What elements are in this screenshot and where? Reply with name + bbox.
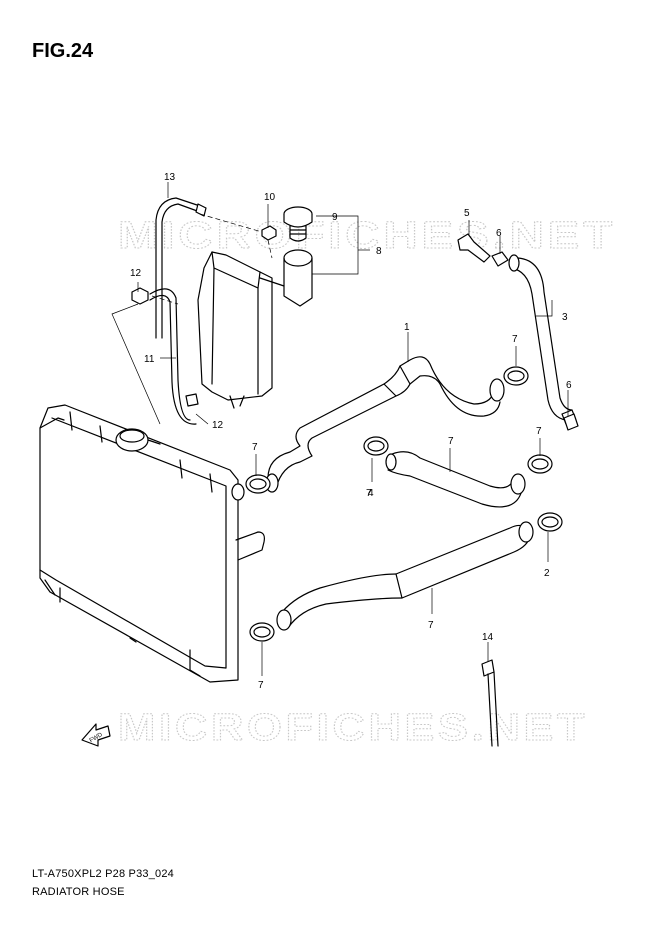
clamp-6-lower: [563, 413, 579, 431]
clamp-7-b: [363, 436, 389, 456]
callout-5: 5: [464, 208, 470, 219]
clamp-6-upper: [491, 251, 509, 267]
bolt: [261, 225, 277, 241]
callout-12: 12: [212, 420, 224, 431]
tank-cap: [283, 206, 313, 242]
clamp-7-c: [527, 454, 553, 474]
figure-title: FIG.24: [32, 40, 94, 62]
clamp-7-a: [503, 366, 529, 386]
callout-7: 7: [428, 620, 434, 631]
clamp-7-d: [245, 474, 271, 494]
callout-7: 7: [366, 488, 372, 499]
callout-6: 6: [496, 228, 502, 239]
hose-1: [265, 356, 505, 493]
figure-code: LT-A750XPL2 P28 P33_024: [32, 868, 175, 880]
watermark-bottom: MICROFICHES.NET: [118, 707, 588, 749]
callout-3: 3: [562, 312, 568, 323]
callout-13: 13: [164, 172, 176, 183]
callout-8: 8: [376, 246, 382, 257]
hose-4: [385, 451, 526, 508]
callout-7: 7: [512, 334, 518, 345]
callout-12: 12: [130, 268, 142, 279]
callout-7: 7: [252, 442, 258, 453]
hose-13: [155, 197, 207, 339]
callout-2: 2: [544, 568, 550, 579]
hose-3: [508, 254, 577, 425]
watermark-top: MICROFICHES.NET: [118, 215, 616, 257]
cable-tie-14: [481, 659, 499, 747]
leader-lines: [111, 182, 569, 676]
hose-11: [149, 288, 199, 425]
callout-7: 7: [258, 680, 264, 691]
callout-6: 6: [566, 380, 572, 391]
figure-caption: RADIATOR HOSE: [32, 886, 125, 898]
callout-14: 14: [482, 632, 494, 643]
fwd-arrow-icon: FWD: [81, 723, 111, 747]
clamp-12-upper: [131, 287, 149, 305]
clamp-7-e: [537, 512, 563, 532]
clamp-7-f: [249, 622, 275, 642]
callout-7: 7: [536, 426, 542, 437]
radiator: [39, 404, 265, 683]
callout-9: 9: [332, 212, 338, 223]
callout-11: 11: [144, 354, 155, 365]
callout-10: 10: [264, 192, 276, 203]
reservoir-tank: [197, 249, 313, 409]
callout-7: 7: [448, 436, 454, 447]
callout-4: 4: [368, 488, 374, 499]
callout-1: 1: [404, 322, 410, 333]
hose-2: [276, 521, 534, 631]
